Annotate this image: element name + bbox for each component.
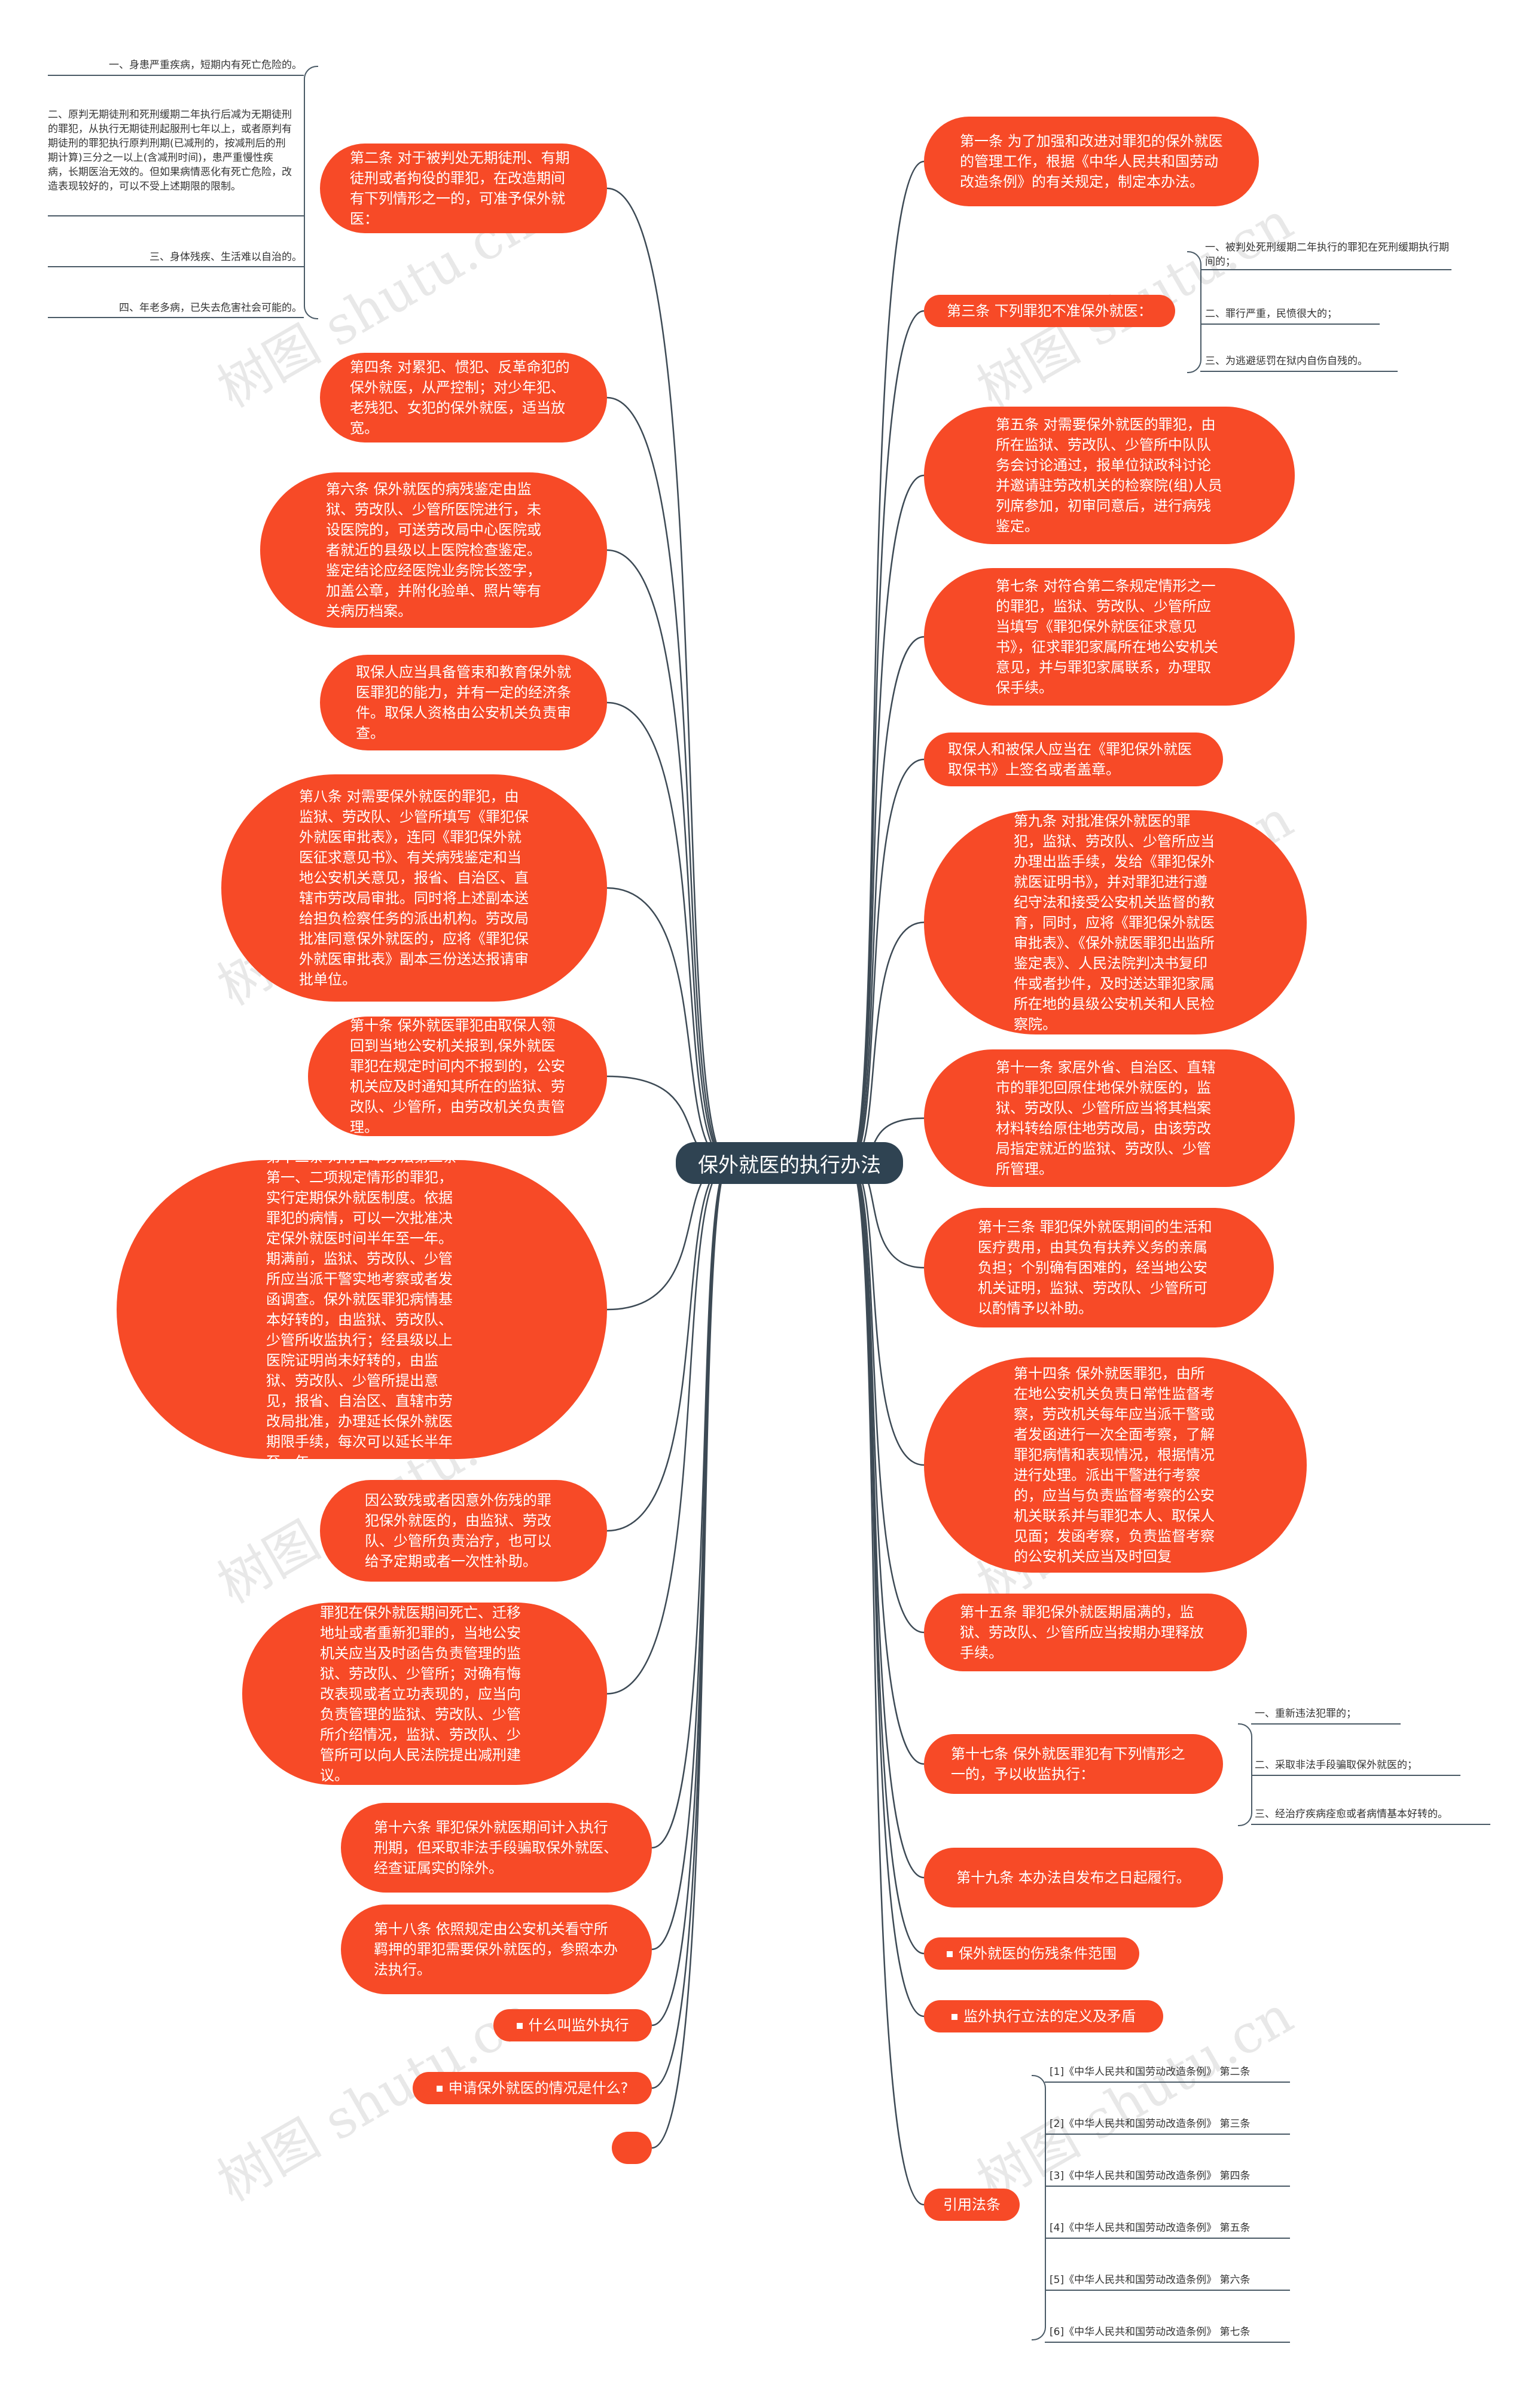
node-article-6[interactable]: 第六条 保外就医的病残鉴定由监狱、劳改队、少管所医院进行，未设医院的，可送劳改局… [260,472,607,628]
connector-line [606,549,730,1164]
bracket [1187,251,1201,373]
node-article-13[interactable]: 第十三条 罪犯保外就医期间的生活和医疗费用，由其负有扶养义务的亲属负担；个别确有… [924,1208,1274,1327]
bracket [304,66,318,319]
leaf-underline [1045,2082,1290,2083]
leaf-underline [1200,323,1380,325]
connector-line [849,160,925,1164]
node-link-outside-execution-legislation[interactable]: 监外执行立法的定义及矛盾 [924,2000,1163,2032]
connector-line [849,1162,925,1765]
node-article-3[interactable]: 第三条 下列罪犯不准保外就医： [924,295,1175,327]
leaf-item: [3]《中华人民共和国劳动改造条例》 第四条 [1050,2170,1251,2182]
connector-line [849,310,925,1164]
connector-line [849,474,925,1164]
leaf-underline [1251,1723,1401,1725]
connector-line [606,701,730,1164]
leaf-item: 二、原判无期徒刑和死刑缓期二年执行后减为无期徒刑的罪犯，从执行无期徒刑起服刑七年… [48,109,292,193]
node-cited-laws[interactable]: 引用法条 [924,2189,1020,2221]
leaf-item: 三、经治疗疾病痊愈或者病情基本好转的。 [1255,1808,1448,1820]
leaf-underline [1251,1824,1490,1825]
node-disability-treatment[interactable]: 因公致残或者因意外伤残的罪犯保外就医的，由监狱、劳改队、少管所负责治疗，也可以给… [320,1480,607,1582]
node-death-relocation[interactable]: 罪犯在保外就医期间死亡、迁移地址或者重新犯罪的，当地公安机关应当及时函告负责管理… [242,1603,607,1785]
node-guarantor-qualification[interactable]: 取保人应当具备管束和教育保外就医罪犯的能力，并有一定的经济条件。取保人资格由公安… [320,655,607,750]
leaf-item: 一、重新违法犯罪的； [1255,1708,1356,1720]
leaf-item: [2]《中华人民共和国劳动改造条例》 第三条 [1050,2118,1251,2130]
node-article-2[interactable]: 第二条 对于被判处无期徒刑、有期徒刑或者拘役的罪犯，在改造期间有下列情形之一的，… [320,144,607,233]
connector-line [849,758,925,1164]
leaf-item: [5]《中华人民共和国劳动改造条例》 第六条 [1050,2274,1251,2286]
leaf-item: 二、采取非法手段骗取保外就医的； [1255,1759,1417,1771]
leaf-underline [1200,371,1398,372]
connector-line [849,1162,925,2206]
node-link-apply-conditions[interactable]: 申请保外就医的情况是什么? [413,2072,652,2104]
node-article-18[interactable]: 第十八条 依照规定由公安机关看守所羁押的罪犯需要保外就医的，参照本办法执行。 [341,1905,652,1994]
leaf-item: 一、身患严重疾病，短期内有死亡危险的。 [109,59,302,71]
node-article-17[interactable]: 第十七条 保外就医罪犯有下列情形之一的，予以收监执行： [924,1734,1223,1794]
leaf-underline [1200,269,1451,270]
connector-line [849,1162,925,1634]
bullet-icon [516,2023,523,2029]
leaf-item: [1]《中华人民共和国劳动改造条例》 第二条 [1050,2066,1251,2078]
connector-line [651,1162,730,2026]
node-article-15[interactable]: 第十五条 罪犯保外就医期届满的，监狱、劳改队、少管所应当按期办理释放手续。 [924,1594,1247,1671]
leaf-item: 三、为逃避惩罚在狱内自伤自残的。 [1205,355,1368,367]
connector-line [651,1162,730,2149]
connector-line [606,187,730,1164]
node-article-14[interactable]: 第十四条 保外就医罪犯，由所在地公安机关负责日常性监督考察，劳改机关每年应当派干… [924,1357,1307,1573]
node-article-10[interactable]: 第十条 保外就医罪犯由取保人领回到当地公安机关报到,保外就医罪犯在规定时间内不报… [308,1017,607,1136]
connector-line [849,1162,925,1955]
connector-line [606,1162,730,1532]
leaf-underline [1045,2186,1290,2187]
connector-line [849,1162,925,2018]
node-article-1[interactable]: 第一条 为了加强和改进对罪犯的保外就医的管理工作，根据《中华人民共和国劳动改造条… [924,117,1259,206]
node-article-11[interactable]: 第十一条 家居外省、自治区、直辖市的罪犯回原住地保外就医的，监狱、劳改队、少管所… [924,1049,1295,1187]
leaf-underline [1045,2238,1290,2239]
node-article-16[interactable]: 第十六条 罪犯保外就医期间计入执行刑期，但采取非法手段骗取保外就医、经查证属实的… [341,1803,652,1893]
leaf-item: [4]《中华人民共和国劳动改造条例》 第五条 [1050,2222,1251,2234]
connector-line [849,636,925,1164]
bracket [1032,2075,1046,2340]
node-empty[interactable] [612,2132,652,2164]
leaf-item: 一、被判处死刑缓期二年执行的罪犯在死刑缓期执行期间的； [1205,242,1449,268]
center-topic[interactable]: 保外就医的执行办法 [676,1142,903,1184]
connector-line [606,396,730,1164]
leaf-underline [1045,2134,1290,2135]
connector-line [651,1162,730,1951]
node-article-9[interactable]: 第九条 对批准保外就医的罪犯，监狱、劳改队、少管所应当办理出监手续，发给《罪犯保… [924,810,1307,1034]
node-article-5[interactable]: 第五条 对需要保外就医的罪犯，由所在监狱、劳改队、少管所中队队务会讨论通过，报单… [924,407,1295,544]
connector-line [606,1162,730,1695]
node-article-8[interactable]: 第八条 对需要保外就医的罪犯，由监狱、劳改队、少管所填写《罪犯保外就医审批表》，… [221,774,607,1002]
leaf-item: 四、年老多病，已失去危害社会可能的。 [119,302,302,314]
node-guarantee-signature[interactable]: 取保人和被保人应当在《罪犯保外就医取保书》上签名或者盖章。 [924,733,1223,786]
leaf-underline [1251,1775,1460,1776]
node-article-4[interactable]: 第四条 对累犯、惯犯、反革命犯的保外就医，从严控制；对少年犯、老残犯、女犯的保外… [320,353,607,442]
leaf-underline [48,266,304,267]
bullet-icon [947,1951,953,1957]
bracket [1238,1723,1252,1826]
node-link-disability-scope[interactable]: 保外就医的伤残条件范围 [924,1937,1139,1970]
connector-line [651,1162,730,1849]
leaf-underline [1045,2342,1290,2343]
leaf-underline [1045,2290,1290,2291]
leaf-item: 二、罪行严重，民愤很大的； [1205,308,1337,320]
connector-line [849,1162,925,1879]
leaf-underline [48,215,304,216]
leaf-item: [6]《中华人民共和国劳动改造条例》 第七条 [1050,2326,1251,2338]
node-article-12[interactable]: 第十二条 对符合本办法第二条第一、二项规定情形的罪犯，实行定期保外就医制度。依据… [117,1149,607,1470]
bullet-icon [436,2086,443,2092]
leaf-item: 三、身体残疾、生活难以自治的。 [150,251,302,263]
leaf-underline [48,317,304,318]
leaf-underline [48,75,304,76]
node-article-19[interactable]: 第十九条 本办法自发布之日起履行。 [924,1848,1223,1908]
node-article-7[interactable]: 第七条 对符合第二条规定情形之一的罪犯，监狱、劳改队、少管所应当填写《罪犯保外就… [924,568,1295,706]
bullet-icon [951,2014,957,2020]
node-link-what-is-outside-execution[interactable]: 什么叫监外执行 [493,2009,652,2041]
